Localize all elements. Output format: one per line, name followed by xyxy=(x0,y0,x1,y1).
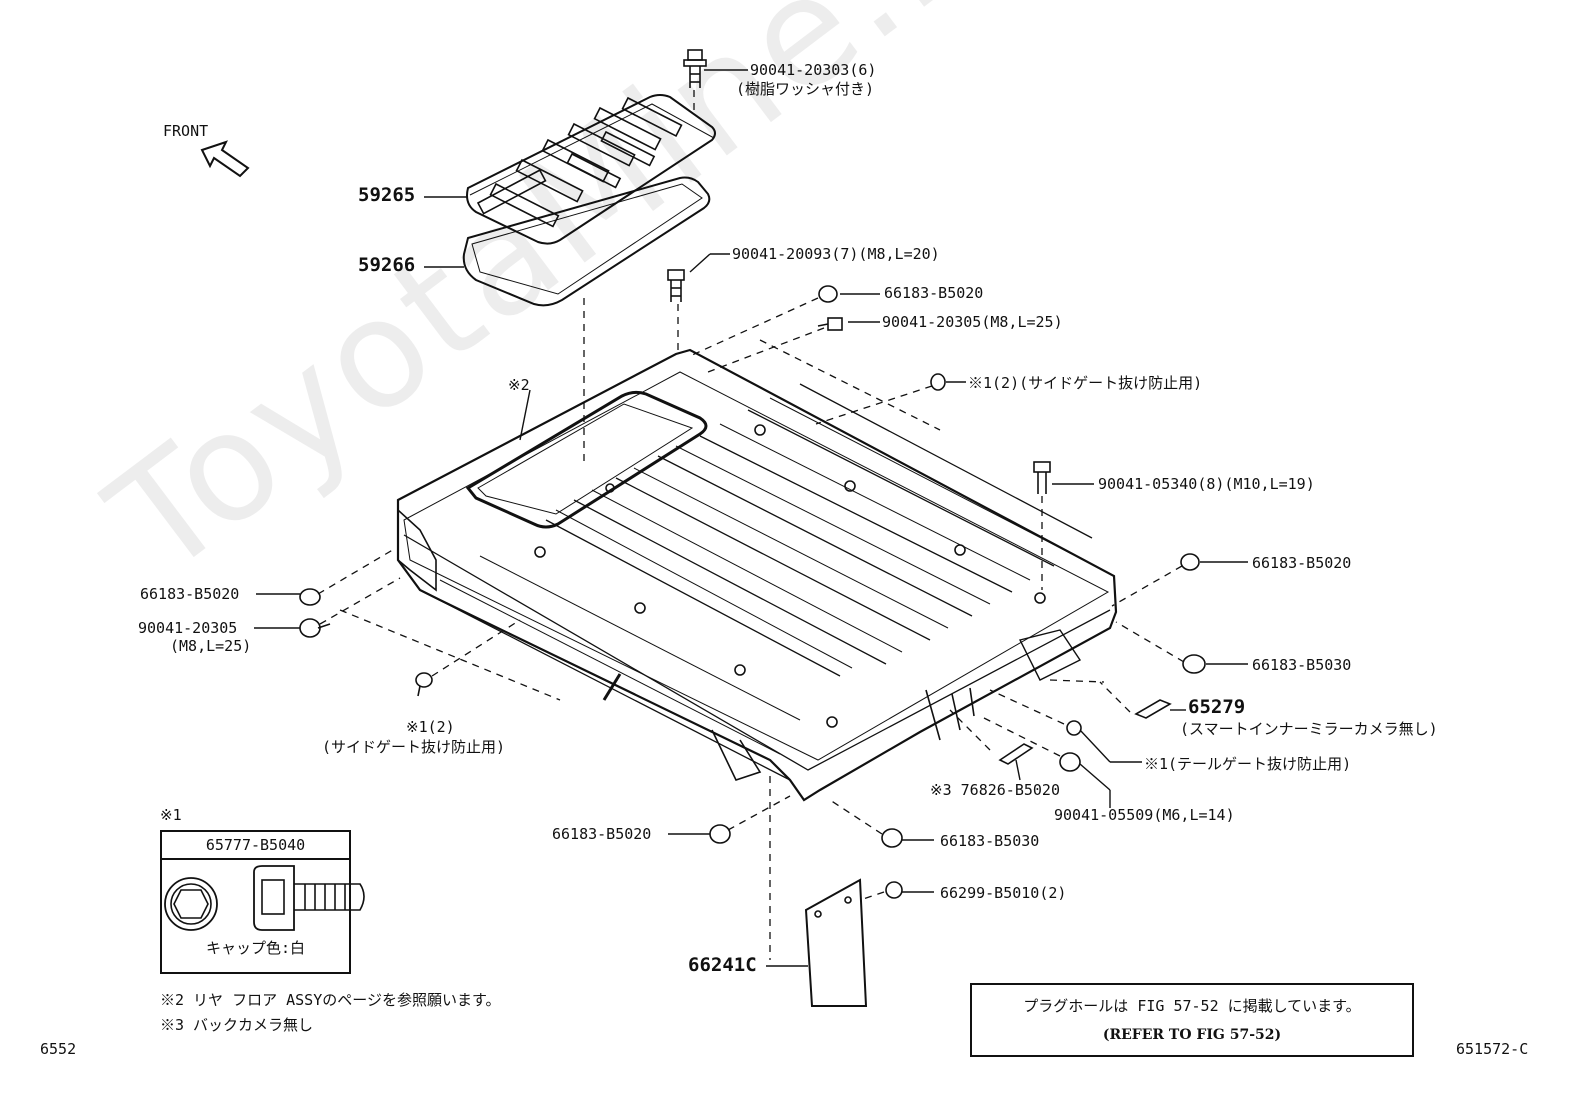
dashed-lines xyxy=(317,90,1185,960)
detail-caption: キャップ色:白 xyxy=(205,939,306,957)
clip-mud-label: 66299-B5010(2) xyxy=(940,884,1067,902)
front-label: FRONT xyxy=(163,122,209,140)
note3-part-label: ※3 76826-B5020 xyxy=(930,781,1060,799)
side-gate-right-label: ※1(2)(サイドゲート抜け防止用) xyxy=(968,374,1203,392)
clip-right-b-label: 66183-B5030 xyxy=(1252,656,1352,674)
bolt-m8-20-label: 90041-20093(7)(M8,L=20) xyxy=(732,245,940,263)
side-gate-left-marker: ※1(2) xyxy=(406,718,455,736)
clip-a-label: 66183-B5020 xyxy=(884,284,984,302)
part-65279-label: 65279 xyxy=(1188,696,1246,718)
cap-detail-icon xyxy=(164,865,365,931)
detail-box: 65777-B5040 キャップ色:白 xyxy=(160,830,351,974)
detail-part-number: 65777-B5040 xyxy=(162,832,349,860)
detail-marker: ※1 xyxy=(160,806,182,824)
plug-hole-line2: (REFER TO FIG 57-52) xyxy=(1102,1027,1282,1043)
part-59265-label: 59265 xyxy=(358,184,416,206)
note-2: ※2 リヤ フロア ASSYのページを参照願います。 xyxy=(160,991,501,1009)
cover-plate-59265 xyxy=(466,94,716,245)
gasket-59266 xyxy=(462,176,711,307)
clip-bottom-label: 66183-B5020 xyxy=(552,825,652,843)
bolt-m10-label: 90041-05340(8)(M10,L=19) xyxy=(1098,475,1315,493)
bolt-top-icon xyxy=(683,49,707,88)
bolt-top-label: 90041-20303(6) xyxy=(750,61,877,79)
plug-hole-box: プラグホールは FIG 57-52 に掲載しています。 (REFER TO FI… xyxy=(970,983,1414,1057)
page-number: 6552 xyxy=(40,1040,77,1058)
bolt-left-spec: (M8,L=25) xyxy=(170,637,252,655)
clip-icons xyxy=(299,285,1206,899)
bolt-m8-25-label: 90041-20305(M8,L=25) xyxy=(882,313,1063,331)
plug-hole-line1: プラグホールは FIG 57-52 に掲載しています。 xyxy=(1023,997,1361,1015)
bolt-m8-20-icon xyxy=(667,269,685,302)
note2-marker: ※2 xyxy=(508,376,530,394)
leader-lines xyxy=(254,69,1248,967)
part-59266-label: 59266 xyxy=(358,254,416,276)
part-66241c-label: 66241C xyxy=(688,954,757,976)
figure-code: 651572-C xyxy=(1456,1040,1529,1058)
bolt-m6-label: 90041-05509(M6,L=14) xyxy=(1054,806,1235,824)
side-gate-left-note: (サイドゲート抜け防止用) xyxy=(322,738,506,756)
clip-right-label: 66183-B5020 xyxy=(1252,554,1352,572)
note-3: ※3 バックカメラ無し xyxy=(160,1016,314,1034)
front-arrow-icon xyxy=(200,140,250,178)
clip-left-label: 66183-B5020 xyxy=(140,585,240,603)
bolt-top-note: (樹脂ワッシャ付き) xyxy=(736,80,875,98)
clip-bottom-b-label: 66183-B5030 xyxy=(940,832,1040,850)
part-65279-note: (スマートインナーミラーカメラ無し) xyxy=(1180,720,1438,738)
mud-flap-66241c xyxy=(804,878,868,1007)
rear-floor-panel xyxy=(396,348,1118,802)
tail-gate-label: ※1(テールゲート抜け防止用) xyxy=(1144,755,1352,773)
bolt-left-label: 90041-20305 xyxy=(138,619,238,637)
